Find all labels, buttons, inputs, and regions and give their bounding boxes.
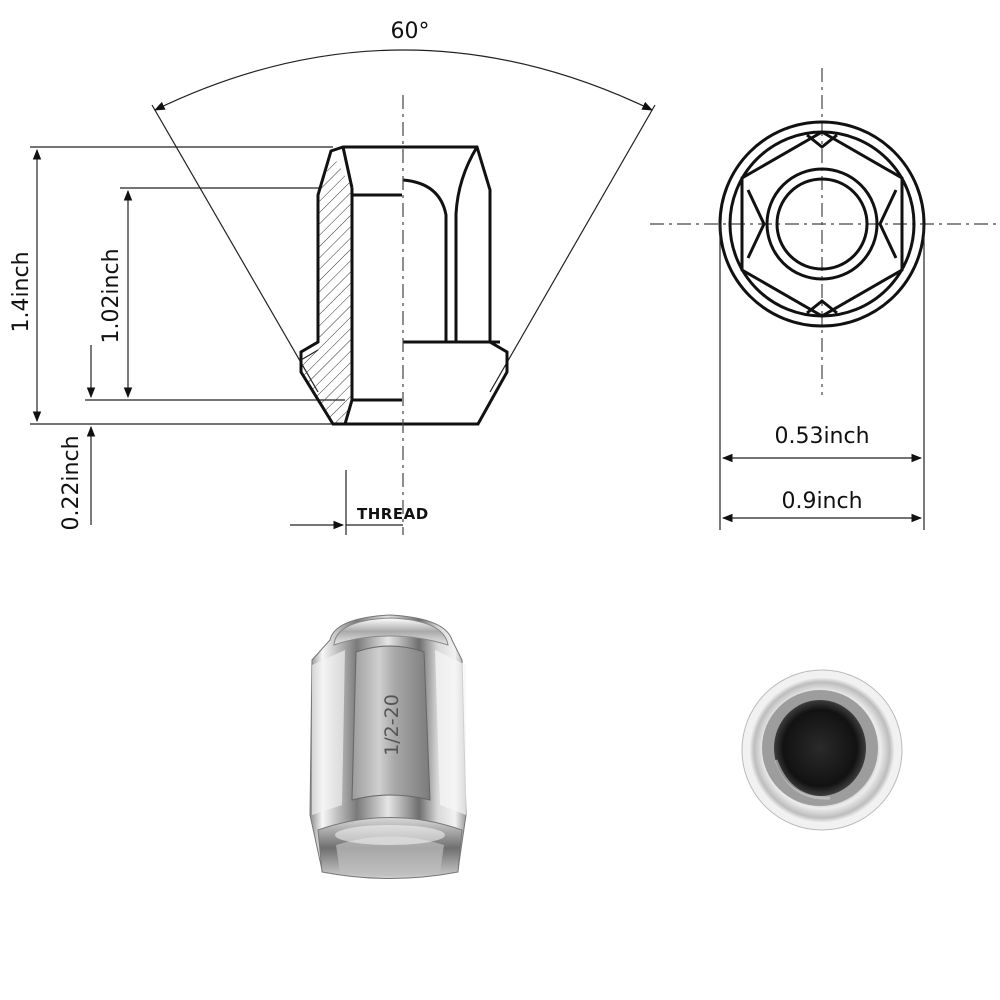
bottom-offset-label: 0.22inch <box>59 435 84 530</box>
inner-diameter-label: 0.53inch <box>774 424 869 449</box>
height-total-label: 1.4inch <box>9 251 34 332</box>
angle-arc <box>154 49 653 111</box>
outer-diameter-label: 0.9inch <box>781 489 862 514</box>
angle-leg-right <box>489 104 656 393</box>
nut-photo-bottom <box>741 669 903 831</box>
bore-opening <box>774 700 866 796</box>
nut-section-outline <box>299 145 509 426</box>
hex-outline <box>740 130 904 318</box>
inner-bore-circle <box>765 167 879 281</box>
height-inner-label: 1.02inch <box>99 248 124 343</box>
side-view: 60° 1.4inch 1.02inch 0.22inch <box>9 19 656 535</box>
nut-photo-side: 1/2-20 <box>309 614 467 879</box>
thread-stamp: 1/2-20 <box>381 694 403 756</box>
angle-label: 60° <box>391 19 430 44</box>
thread-label: THREAD <box>357 505 429 523</box>
top-view: 0.53inch 0.9inch <box>650 68 998 530</box>
angle-leg-left <box>151 104 319 393</box>
section-hatch <box>300 155 352 424</box>
